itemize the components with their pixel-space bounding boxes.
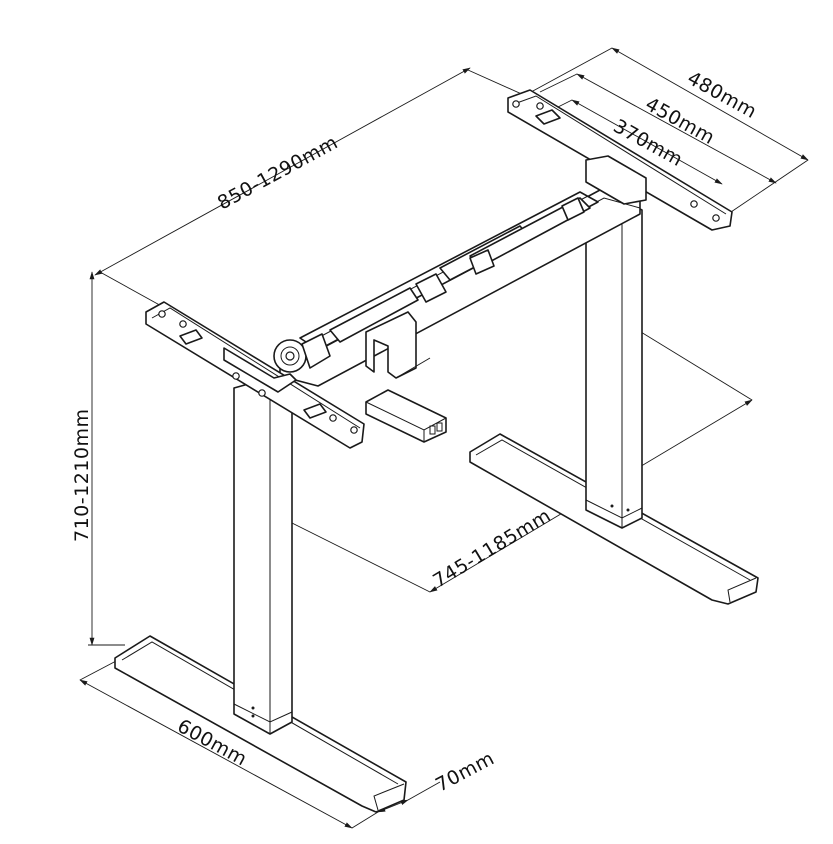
left-top-bracket bbox=[145, 301, 365, 449]
right-column bbox=[585, 199, 643, 529]
beam-range-label: 745-1185mm bbox=[429, 505, 555, 593]
foot-width-dimension-line bbox=[377, 799, 409, 813]
desk-frame bbox=[114, 89, 759, 813]
left-column bbox=[233, 377, 630, 735]
foot-length-dimension-line bbox=[79, 679, 353, 829]
height-range-label: 710-1210mm bbox=[71, 409, 93, 543]
dimension-lines bbox=[79, 47, 809, 829]
cable-bracket bbox=[365, 311, 431, 379]
control-box bbox=[365, 389, 447, 443]
foot-width-label: 70mm bbox=[432, 747, 498, 796]
right-top-bracket bbox=[507, 89, 733, 231]
crossbeam bbox=[273, 189, 641, 387]
bracket-370-dimension-line bbox=[571, 99, 723, 185]
width-dimension-line bbox=[94, 67, 471, 276]
width-range-label: 850-1290mm bbox=[214, 131, 342, 214]
